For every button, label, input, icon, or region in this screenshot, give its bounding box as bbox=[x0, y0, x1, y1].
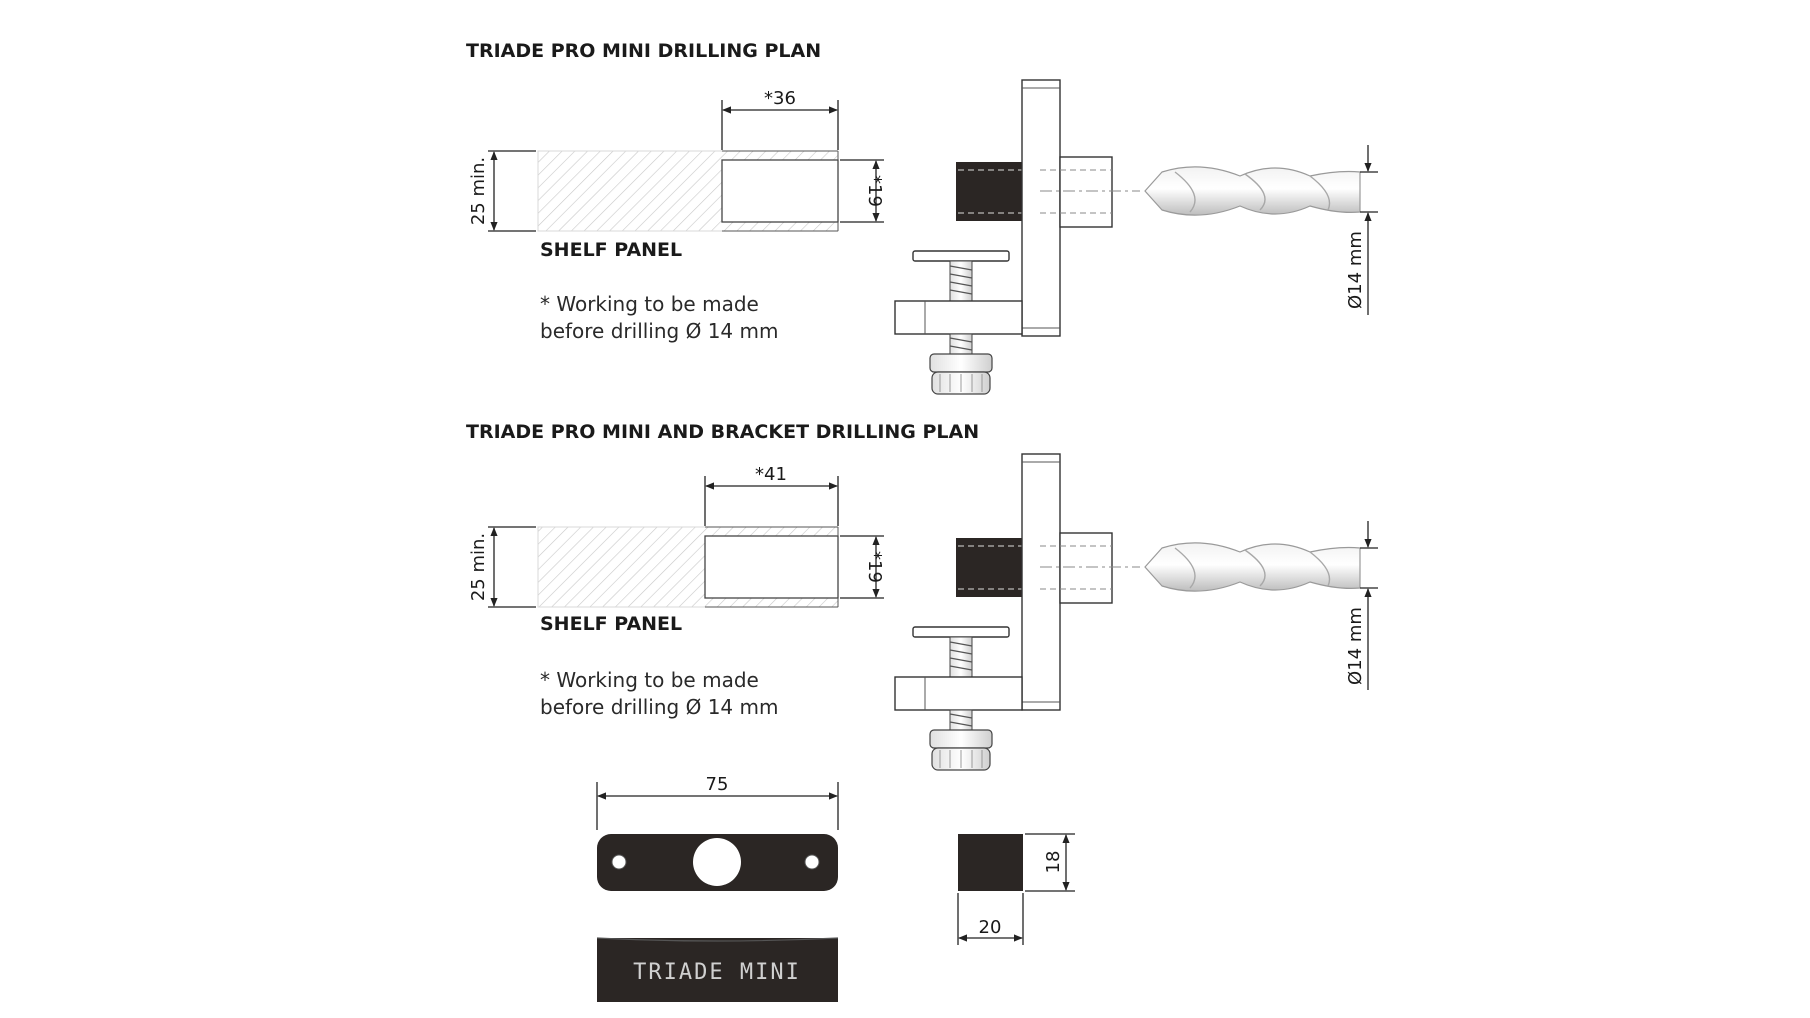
dim-block-height-label: 18 bbox=[1043, 851, 1064, 874]
screw-hole-right bbox=[804, 854, 820, 870]
shelf-panel-2 bbox=[537, 526, 839, 608]
jig-plate-2 bbox=[1021, 453, 1061, 711]
clamp-body-1 bbox=[894, 300, 1023, 335]
clamp-pad-1 bbox=[912, 250, 1010, 262]
drill-guide-2 bbox=[1059, 532, 1113, 604]
dim-thickness-2: 25 min. bbox=[468, 526, 536, 608]
bracket-plate-front: TRIADE MINI bbox=[596, 937, 839, 1002]
clamp-body-2 bbox=[894, 676, 1023, 711]
block-profile bbox=[958, 834, 1023, 891]
dim-block-width-label: 20 bbox=[979, 917, 1002, 938]
shelf-panel-1 bbox=[537, 150, 839, 232]
note-2-line-1: * Working to be made bbox=[540, 668, 759, 692]
dim-bracket-length-label: 75 bbox=[706, 774, 729, 795]
drill-bit-2: Ø14 mm bbox=[1144, 521, 1378, 690]
drill-guide-1 bbox=[1059, 156, 1113, 228]
section-block: 18 20 bbox=[957, 833, 1075, 945]
clamp-knob-1 bbox=[929, 353, 993, 373]
dark-insert-2 bbox=[956, 538, 1024, 597]
section-1-title: TRIADE PRO MINI DRILLING PLAN bbox=[466, 40, 821, 62]
dim-width-2-label: *41 bbox=[755, 464, 787, 485]
dim-bracket-length: 75 bbox=[596, 774, 839, 830]
dim-thickness-2-label: 25 min. bbox=[468, 533, 489, 601]
section-1: TRIADE PRO MINI DRILLING PLAN *36 *19 bbox=[466, 40, 1378, 395]
center-hole bbox=[693, 838, 741, 886]
groove-cutout-2 bbox=[704, 535, 839, 599]
shelf-panel-1-label: SHELF PANEL bbox=[540, 239, 682, 261]
clamp-knob-2 bbox=[929, 729, 993, 749]
bracket-plate-top bbox=[597, 834, 838, 891]
dim-width-1-label: *36 bbox=[764, 88, 796, 109]
section-2-title: TRIADE PRO MINI AND BRACKET DRILLING PLA… bbox=[466, 421, 979, 443]
drilling-jig-1 bbox=[894, 79, 1140, 395]
dark-insert-1 bbox=[956, 162, 1024, 221]
shelf-panel-2-label: SHELF PANEL bbox=[540, 613, 682, 635]
note-1-line-1: * Working to be made bbox=[540, 292, 759, 316]
section-2: TRIADE PRO MINI AND BRACKET DRILLING PLA… bbox=[466, 421, 1378, 771]
bracket-engraving: TRIADE MINI bbox=[633, 960, 801, 985]
dim-width-2: *41 bbox=[704, 464, 839, 526]
dim-drill-1-label: Ø14 mm bbox=[1345, 231, 1366, 309]
jig-plate-1 bbox=[1021, 79, 1061, 337]
dim-height-2: *19 bbox=[840, 535, 885, 599]
dim-height-2-label: *19 bbox=[864, 551, 885, 583]
dim-thickness-1-label: 25 min. bbox=[468, 157, 489, 225]
note-2-line-2: before drilling Ø 14 mm bbox=[540, 695, 778, 719]
screw-hole-left bbox=[611, 854, 627, 870]
dim-drill-2-label: Ø14 mm bbox=[1345, 607, 1366, 685]
drilling-jig-2 bbox=[894, 453, 1140, 771]
clamp-pad-2 bbox=[912, 626, 1010, 638]
note-1-line-2: before drilling Ø 14 mm bbox=[540, 319, 778, 343]
dim-height-1-label: *19 bbox=[864, 175, 885, 207]
drill-bit-1: Ø14 mm bbox=[1144, 145, 1378, 315]
groove-cutout-1 bbox=[721, 159, 839, 223]
dim-height-1: *19 bbox=[840, 159, 885, 223]
bracket-section: 75 TRIADE MINI bbox=[596, 774, 839, 1002]
dim-thickness-1: 25 min. bbox=[468, 150, 536, 232]
dim-width-1: *36 bbox=[721, 88, 839, 150]
